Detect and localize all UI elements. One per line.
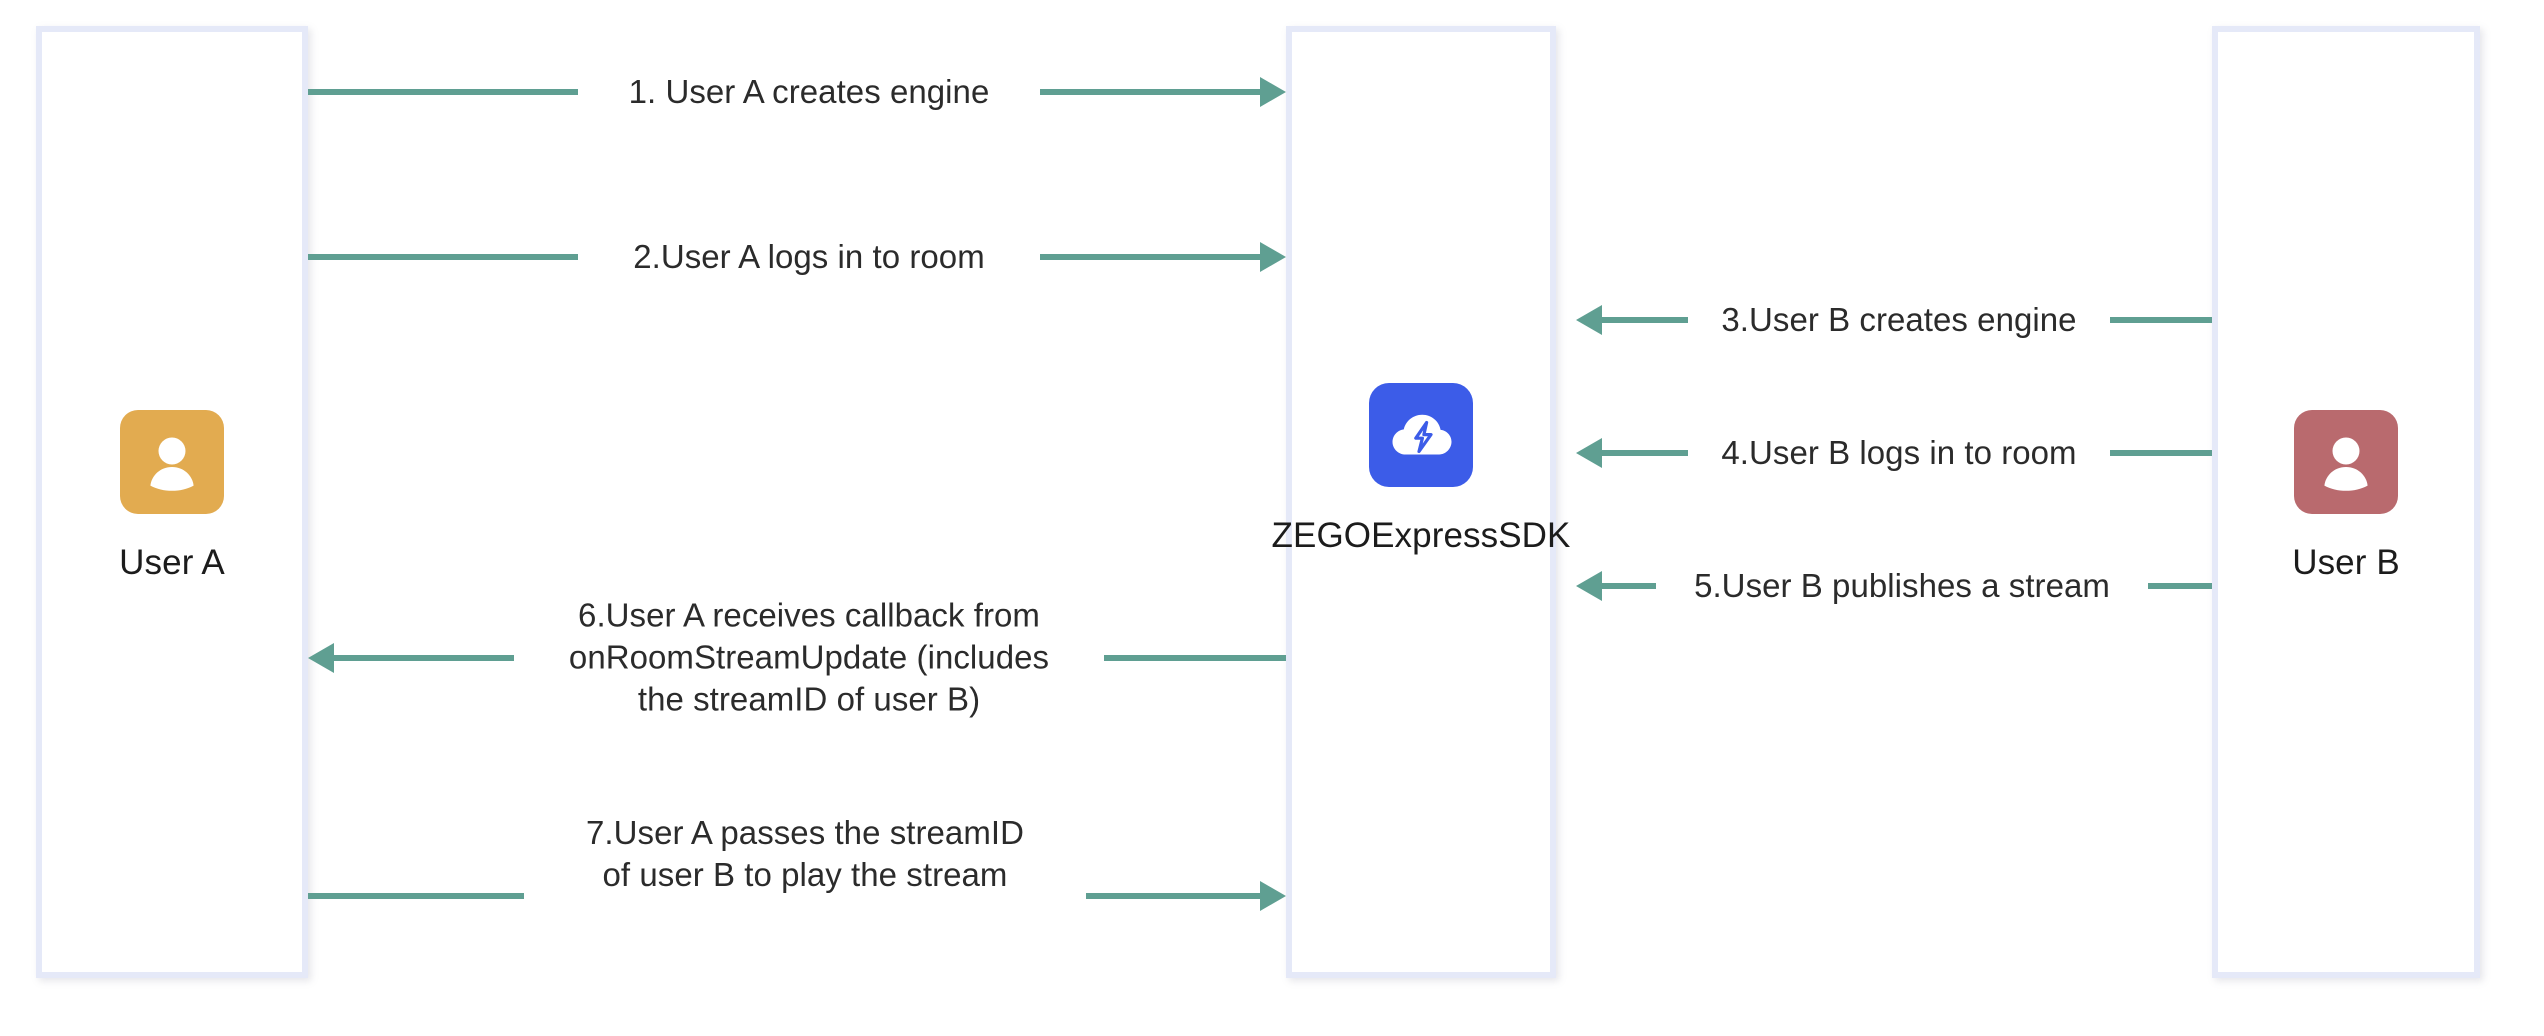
label-line: 7.User A passes the streamID bbox=[586, 813, 1024, 851]
participant-label-user-a: User A bbox=[119, 543, 225, 582]
arrow-segment bbox=[1602, 583, 1656, 589]
arrow-segment bbox=[334, 655, 514, 661]
arrow-segment bbox=[1040, 254, 1260, 260]
arrow-segment bbox=[2110, 450, 2212, 456]
message-label-5: 5.User B publishes a stream bbox=[1656, 565, 2148, 607]
message-label-3: 3.User B creates engine bbox=[1688, 299, 2110, 341]
person-icon bbox=[150, 437, 194, 491]
message-label-1: 1. User A creates engine bbox=[578, 71, 1040, 113]
arrow-segment bbox=[1040, 89, 1260, 95]
sdk-label-line-2: Express bbox=[1371, 516, 1499, 555]
label-line: of user B to play the stream bbox=[602, 856, 1008, 893]
message-label-4: 4.User B logs in to room bbox=[1688, 432, 2110, 474]
arrowhead-right bbox=[1260, 881, 1286, 911]
person-icon bbox=[2324, 437, 2368, 491]
arrowhead-right bbox=[1260, 242, 1286, 272]
label-line: 2.User A logs in to room bbox=[633, 237, 985, 275]
avatar-zego-express-sdk bbox=[1369, 383, 1473, 487]
arrowhead-left bbox=[1576, 305, 1602, 335]
message-label-6: 6.User A receives callback from onRoomSt… bbox=[514, 595, 1104, 722]
arrowhead-left bbox=[1576, 438, 1602, 468]
label-line: 6.User A receives callback from bbox=[578, 596, 1040, 634]
sdk-label-line-1: ZEGO bbox=[1271, 516, 1372, 555]
arrowhead-left bbox=[1576, 571, 1602, 601]
arrow-segment bbox=[308, 89, 578, 95]
arrow-segment bbox=[1602, 450, 1688, 456]
sdk-label-line-3: SDK bbox=[1498, 516, 1571, 555]
participant-label-user-b: User B bbox=[2292, 543, 2400, 582]
label-line: 3.User B creates engine bbox=[1721, 300, 2077, 338]
arrow-segment bbox=[1602, 317, 1688, 323]
label-line: 5.User B publishes a stream bbox=[1694, 566, 2110, 604]
arrowhead-left bbox=[308, 643, 334, 673]
participant-user-b: User B bbox=[2218, 410, 2474, 586]
lifeline-user-b: User B bbox=[2212, 26, 2480, 978]
lifeline-zego-express-sdk: ZEGOExpressSDK bbox=[1272, 26, 1570, 978]
participant-user-a: User A bbox=[42, 410, 302, 586]
arrow-segment bbox=[308, 254, 578, 260]
arrowhead-right bbox=[1260, 77, 1286, 107]
avatar-user-a bbox=[120, 410, 224, 514]
participant-label-zego-express-sdk: ZEGOExpressSDK bbox=[1272, 513, 1571, 559]
label-line: 4.User B logs in to room bbox=[1721, 433, 2077, 471]
lifeline-user-a: User A bbox=[36, 26, 308, 978]
arrow-segment bbox=[1104, 655, 1286, 661]
arrow-segment bbox=[2148, 583, 2212, 589]
arrow-segment bbox=[1086, 893, 1260, 899]
message-label-2: 2.User A logs in to room bbox=[578, 236, 1040, 278]
arrow-segment bbox=[2110, 317, 2212, 323]
label-line: 1. User A creates engine bbox=[628, 72, 990, 110]
avatar-user-b bbox=[2294, 410, 2398, 514]
label-line: onRoomStreamUpdate (includes bbox=[568, 638, 1050, 676]
label-line: the streamID of user B) bbox=[637, 681, 981, 719]
cloud-bolt-icon bbox=[1392, 414, 1452, 455]
participant-zego-express-sdk: ZEGOExpressSDK bbox=[1272, 383, 1570, 559]
message-label-7: 7.User A passes the streamID of user B t… bbox=[524, 814, 1086, 938]
arrow-segment bbox=[308, 893, 524, 899]
